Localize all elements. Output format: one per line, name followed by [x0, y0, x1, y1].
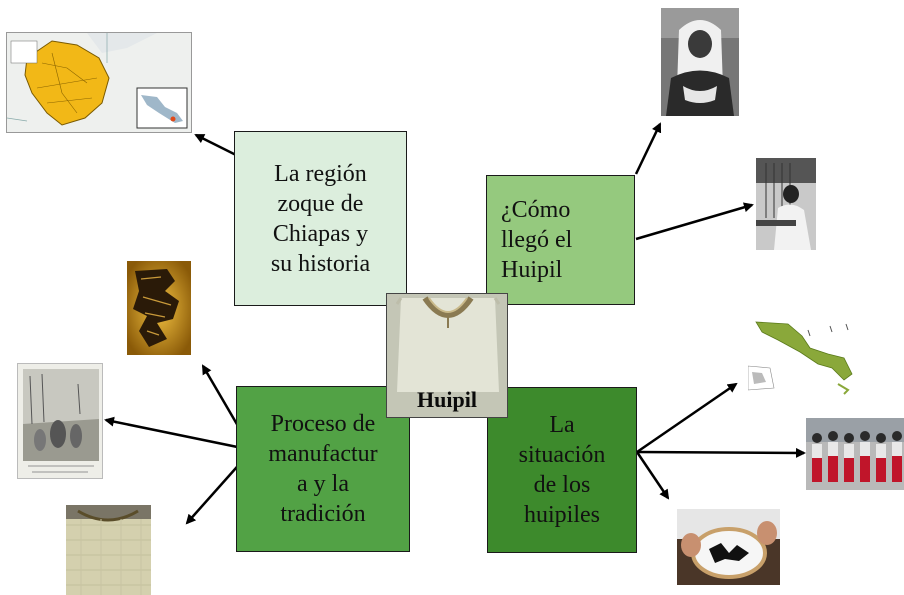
huipil-center-image: Huipil — [386, 293, 508, 418]
woman-portrait-photo — [661, 8, 739, 116]
region-topic-text: La región zoque de Chiapas y su historia — [270, 160, 371, 277]
arrival-topic-text: ¿Cómo llegó el Huipil — [501, 197, 573, 283]
arrow-to-meso-map — [636, 382, 738, 454]
woven-huipil-photo — [66, 505, 151, 595]
region-topic-box: La región zoque de Chiapas y su historia — [234, 131, 407, 306]
arrow-to-engraving — [104, 416, 253, 452]
arrow-to-embroidery — [635, 451, 670, 500]
embroidery-hoop-photo — [677, 509, 780, 585]
arrow-to-group — [636, 447, 806, 458]
arrow-to-weaver — [635, 202, 754, 241]
codex-artifact-image — [127, 261, 191, 355]
mesoamerica-map-image — [748, 318, 856, 396]
weaver-photo — [756, 158, 816, 250]
process-topic-box: Proceso de manufactur a y la tradición — [236, 386, 410, 552]
chiapas-map-image — [6, 32, 192, 133]
process-topic-text: Proceso de manufactur a y la tradición — [268, 411, 378, 527]
festival-group-photo — [806, 418, 904, 490]
arrow-to-portrait — [634, 122, 662, 175]
huipil-title: Huipil — [417, 387, 477, 412]
historic-engraving-image — [17, 363, 103, 479]
situation-topic-box: La situación de los huipiles — [487, 387, 637, 553]
situation-topic-text: La situación de los huipiles — [518, 412, 606, 528]
arrival-topic-box: ¿Cómo llegó el Huipil — [486, 175, 635, 305]
